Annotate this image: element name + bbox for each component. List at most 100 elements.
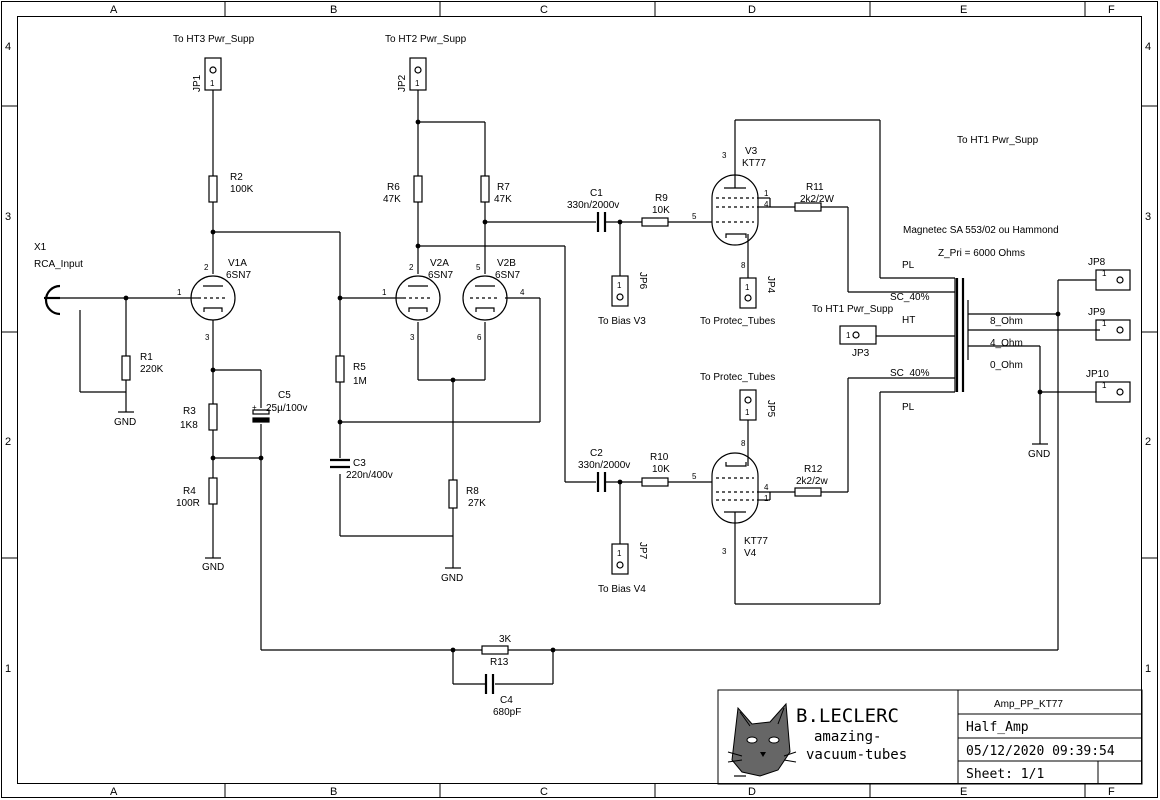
sheet-title: Half_Amp	[966, 720, 1029, 735]
v3-ref: V3	[745, 146, 758, 157]
label-4-ohm: 4_Ohm	[990, 338, 1023, 349]
capacitor-c3: C3 220n/400v	[330, 458, 393, 481]
jp9-connector: 1 JP9	[1088, 307, 1131, 341]
r4-ref: R4	[183, 486, 196, 497]
label-ht3: To HT3 Pwr_Supp	[173, 34, 255, 45]
v4-ref: V4	[744, 548, 757, 559]
label-transformer: Magnetec SA 553/02 ou Hammond	[903, 225, 1059, 236]
col-label-b-bottom: B	[330, 786, 337, 798]
ground-r4: GND	[202, 557, 224, 573]
jp3-connector: 1 JP3 To HT1 Pwr_Supp	[812, 304, 894, 359]
col-label-c-bottom: C	[540, 786, 548, 798]
resistor-r2: R2 100K	[208, 172, 254, 203]
capacitor-c4: C4 680pF	[484, 674, 521, 718]
label-ht: HT	[902, 315, 915, 326]
svg-text:1: 1	[745, 408, 750, 417]
svg-text:6: 6	[477, 333, 482, 342]
r10-ref: R10	[650, 452, 669, 463]
v1a-value: 6SN7	[226, 270, 251, 281]
col-label-a: A	[110, 4, 118, 16]
wires	[60, 90, 1100, 685]
r6-value: 47K	[383, 194, 401, 205]
resistor-r4: R4 100R	[176, 477, 218, 509]
r12-ref: R12	[804, 464, 823, 475]
svg-text:1: 1	[846, 331, 851, 340]
tube-v3: 3 1 4 5 8 V3 KT77	[692, 146, 769, 270]
r2-value: 100K	[230, 184, 254, 195]
r5-ref: R5	[353, 362, 366, 373]
jp4-ref: JP4	[765, 276, 776, 294]
jp7-connector: 1 JP7 To Bias V4	[598, 542, 648, 595]
resistor-r1: R1 220K	[121, 352, 164, 381]
row-label-3: 3	[5, 211, 11, 223]
resistor-r10: R10 10K	[641, 452, 670, 487]
svg-text:1: 1	[415, 79, 420, 88]
svg-text:5: 5	[476, 263, 481, 272]
label-ht2: To HT2 Pwr_Supp	[385, 34, 467, 45]
v2b-value: 6SN7	[495, 270, 520, 281]
svg-text:1: 1	[177, 288, 182, 297]
gnd-label-2: GND	[202, 562, 224, 573]
capacitor-c1: C1 330n/2000v	[567, 188, 619, 232]
resistor-r12: R12 2k2/2w	[794, 464, 828, 497]
r8-ref: R8	[466, 486, 479, 497]
label-0-ohm: 0_Ohm	[990, 360, 1023, 371]
label-protec-2: To Protec_Tubes	[700, 372, 775, 383]
col-label-d-bottom: D	[748, 786, 756, 798]
label-bias-v3: To Bias V3	[598, 316, 646, 327]
gnd-label-4: GND	[1028, 449, 1050, 460]
gnd-label-3: GND	[441, 573, 463, 584]
jp6-connector: 1 JP6 To Bias V3	[598, 272, 648, 327]
jp10-connector: 1 JP10	[1086, 369, 1131, 403]
svg-text:1: 1	[617, 281, 622, 290]
jp5-ref: JP5	[765, 400, 776, 418]
row-label-3-right: 3	[1145, 211, 1151, 223]
r8-value: 27K	[468, 498, 486, 509]
svg-text:1: 1	[1102, 269, 1107, 278]
jp8-connector: 1 JP8	[1088, 257, 1131, 291]
tube-v1a: 2 1 3 V1A 6SN7	[177, 258, 251, 342]
jp6-ref: JP6	[637, 272, 648, 290]
c4-value: 680pF	[493, 707, 521, 718]
v1a-ref: V1A	[228, 258, 247, 269]
c2-ref: C2	[590, 448, 603, 459]
jp2-connector: 1 JP2	[397, 57, 427, 92]
col-label-e-bottom: E	[960, 786, 967, 798]
label-pl-bot: PL	[902, 402, 915, 413]
jp10-ref: JP10	[1086, 369, 1109, 380]
col-label-f: F	[1108, 4, 1115, 16]
tube-v4: 8 5 4 1 3 KT77 V4	[692, 439, 769, 559]
output-transformer: PL SC_40% HT SC_40% PL 8_Ohm 4_Ohm 0_Ohm	[890, 260, 1023, 413]
c5-value: 25µ/100v	[266, 403, 307, 414]
ground-output: GND	[1028, 443, 1050, 460]
title-block: B.LECLERC amazing- vacuum-tubes Amp_PP_K…	[717, 689, 1143, 785]
jp5-connector: 1 JP5 To Protec_Tubes	[700, 372, 776, 421]
label-8-ohm: 8_Ohm	[990, 316, 1023, 327]
v2b-ref: V2B	[497, 258, 516, 269]
jp9-ref: JP9	[1088, 307, 1106, 318]
jp1-connector: 1 JP1	[192, 57, 222, 92]
r11-value: 2k2/2W	[800, 194, 834, 205]
v3-value: KT77	[742, 158, 766, 169]
svg-text:8: 8	[741, 439, 746, 448]
r1-ref: R1	[140, 352, 153, 363]
row-label-2: 2	[5, 436, 11, 448]
col-label-d: D	[748, 4, 756, 16]
rca-input-connector: X1 RCA_Input	[34, 242, 83, 316]
svg-text:1: 1	[382, 288, 387, 297]
r13-value: 3K	[499, 634, 512, 645]
resistor-r7: R7 47K	[480, 175, 512, 205]
v2a-value: 6SN7	[428, 270, 453, 281]
svg-text:4: 4	[520, 288, 525, 297]
c1-ref: C1	[590, 188, 603, 199]
r12-value: 2k2/2w	[796, 476, 828, 487]
date-time: 05/12/2020 09:39:54	[966, 744, 1115, 759]
c2-value: 330n/2000v	[578, 460, 630, 471]
sheet-number: Sheet: 1/1	[966, 767, 1044, 782]
svg-text:5: 5	[692, 212, 697, 221]
c5-ref: C5	[278, 390, 291, 401]
x1-ref: X1	[34, 242, 47, 253]
label-sc-top: SC_40%	[890, 292, 930, 303]
svg-text:1: 1	[210, 79, 215, 88]
